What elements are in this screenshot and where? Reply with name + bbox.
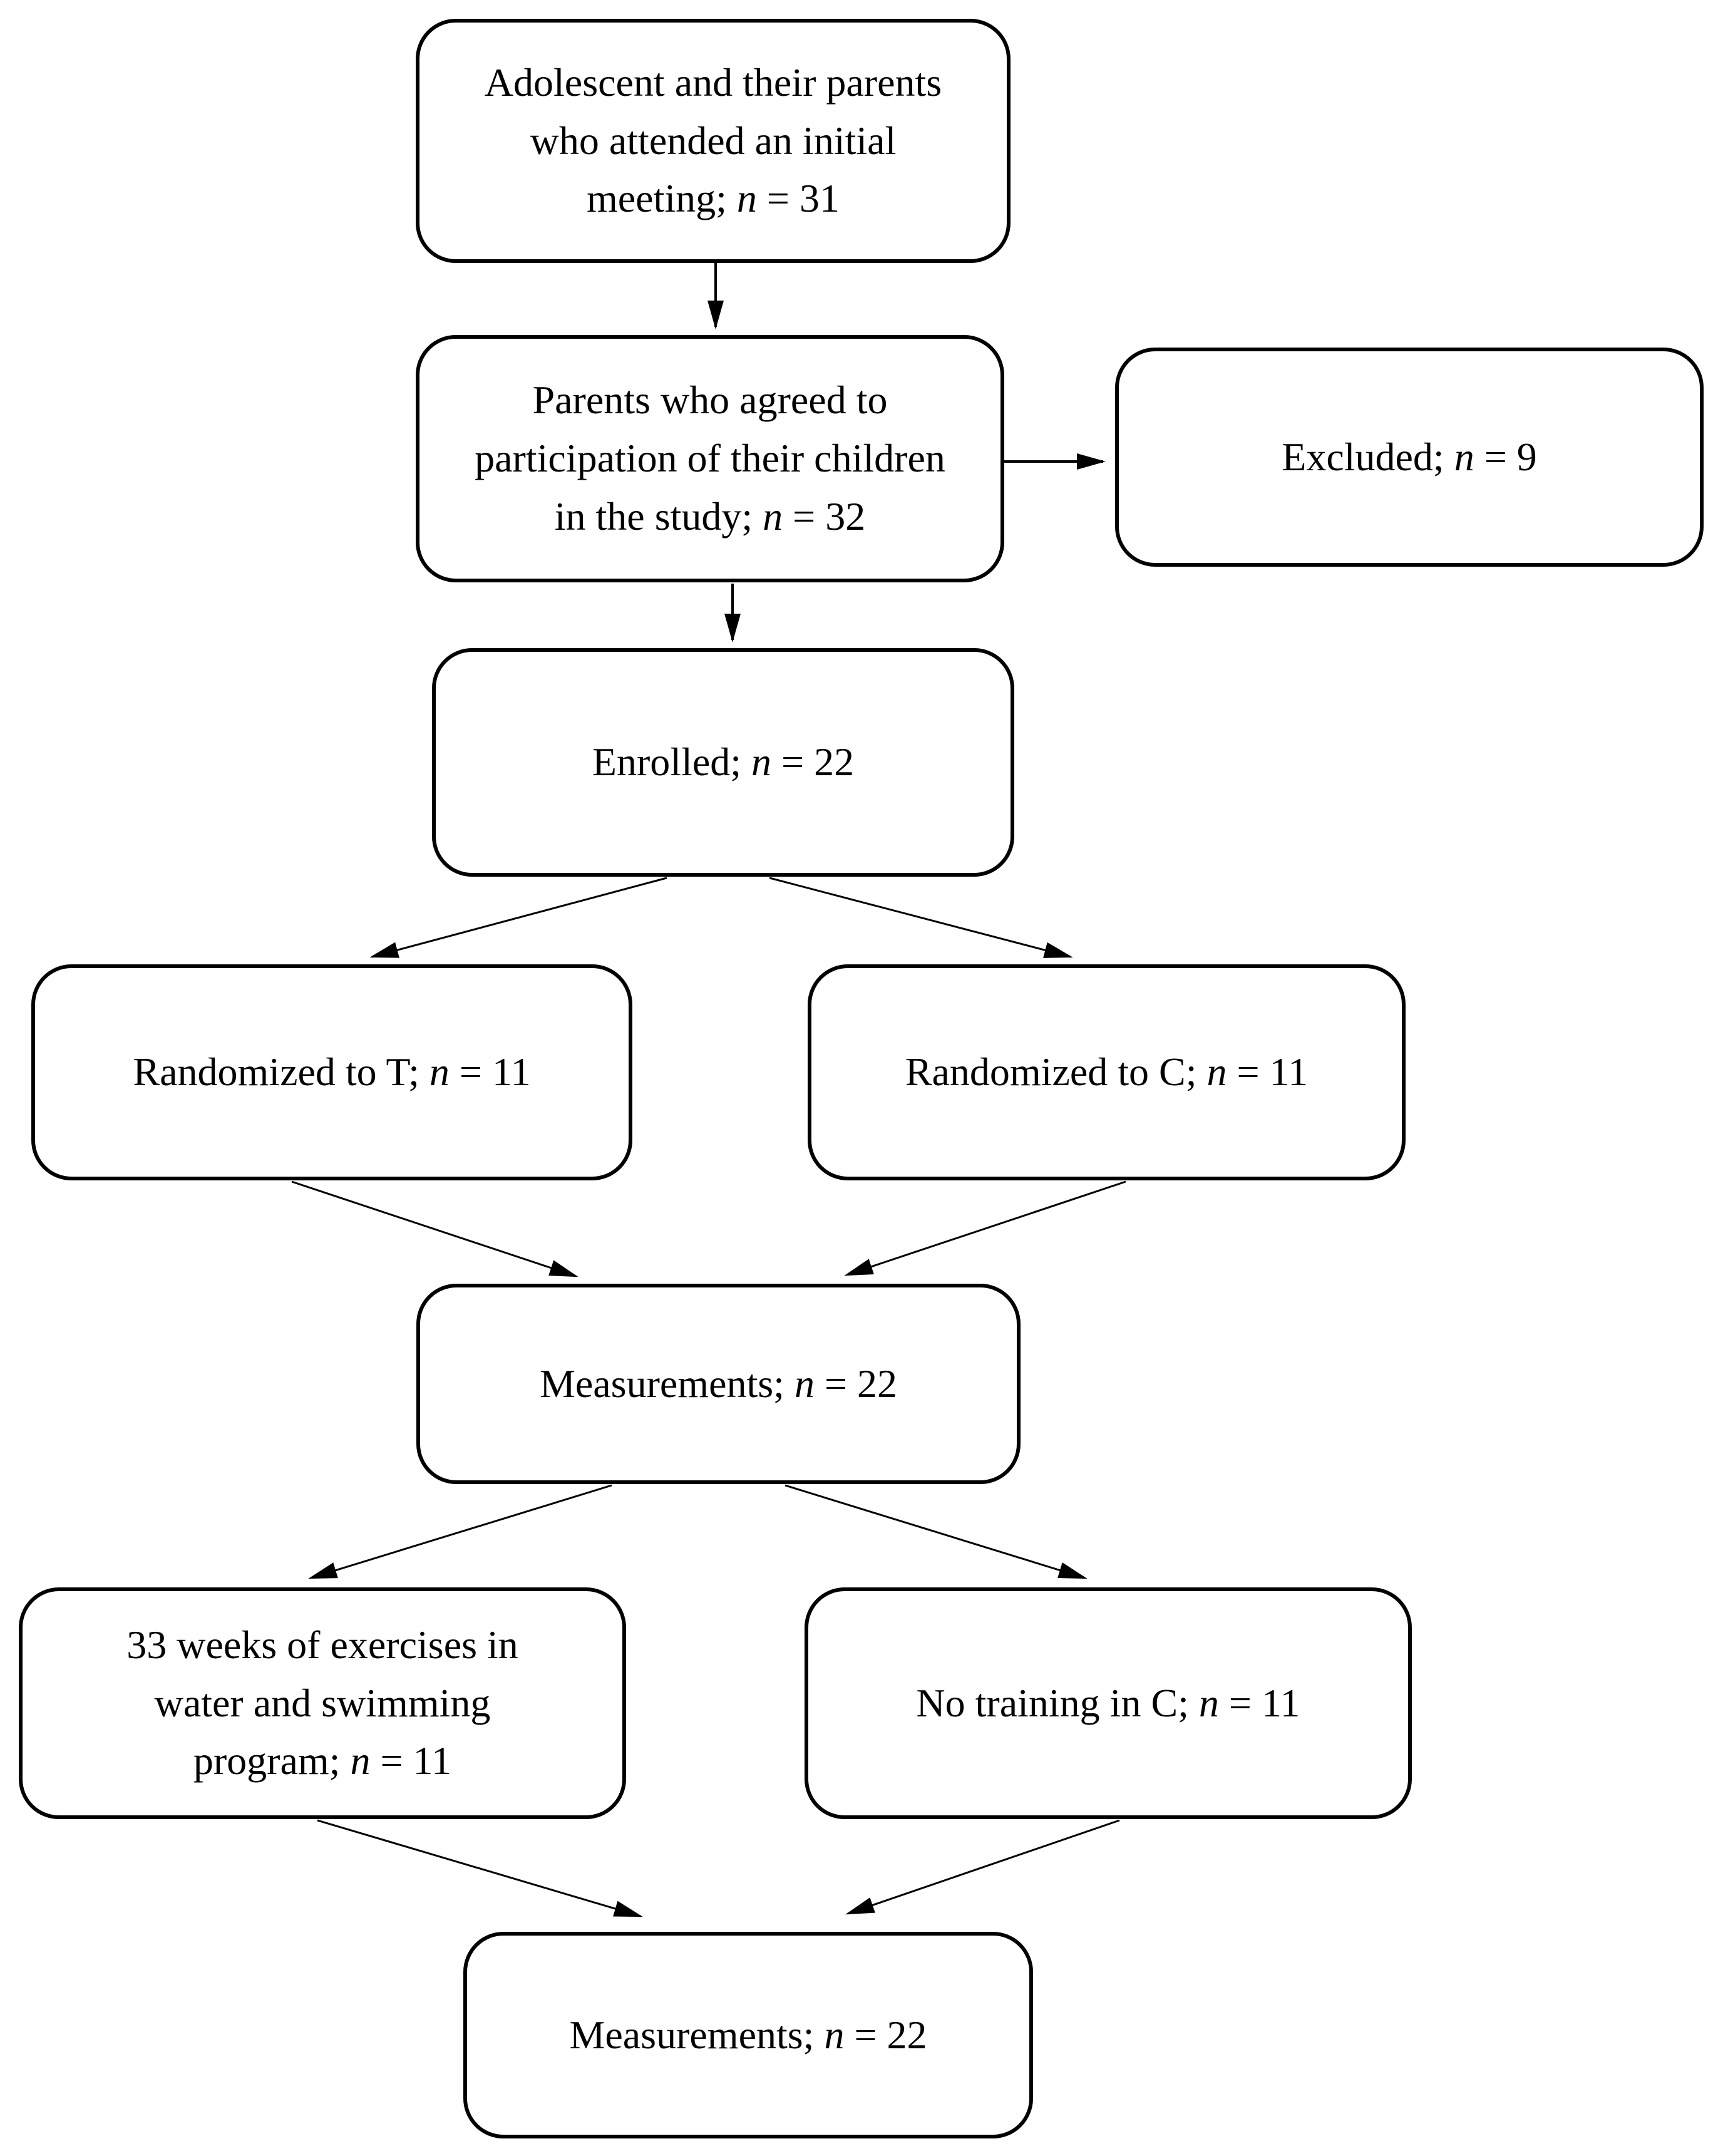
- node-randomized-t-label: Randomized to T; n = 11: [78, 1043, 585, 1101]
- n-value: = 11: [1227, 1050, 1309, 1095]
- node-measurements-1-label: Measurements; n = 22: [485, 1355, 952, 1413]
- n-symbol: n: [824, 2012, 845, 2057]
- node-initial-meeting: Adolescent and their parents who attende…: [416, 19, 1011, 263]
- arrow-enrolled-to-randomt: [369, 877, 667, 958]
- n-value: = 11: [370, 1738, 452, 1783]
- label-text: Measurements;: [539, 1361, 795, 1406]
- n-value: = 22: [771, 740, 855, 785]
- n-symbol: n: [350, 1738, 371, 1783]
- arrow-meas1-to-training: [308, 1484, 612, 1579]
- node-enrolled-label: Enrolled; n = 22: [537, 733, 909, 792]
- node-training-program-label: 33 weeks of exercises in water and swimm…: [23, 1616, 622, 1790]
- node-initial-meeting-label: Adolescent and their parents who attende…: [419, 54, 1007, 228]
- n-value: = 9: [1474, 434, 1537, 479]
- label-text: Measurements;: [569, 2012, 825, 2057]
- arrow-randomc-to-meas1: [844, 1180, 1126, 1276]
- node-randomized-c: Randomized to C; n = 11: [808, 964, 1406, 1180]
- arrow-randomt-to-meas1: [291, 1180, 579, 1277]
- n-value: = 11: [1218, 1680, 1300, 1725]
- n-symbol: n: [1454, 434, 1474, 479]
- node-training-program: 33 weeks of exercises in water and swimm…: [19, 1587, 626, 1819]
- label-text: Parents who agreed to participation of t…: [475, 378, 945, 539]
- n-symbol: n: [751, 740, 772, 785]
- n-symbol: n: [763, 493, 783, 539]
- arrow-notraining-to-meas2: [845, 1819, 1120, 1915]
- node-measurements-1: Measurements; n = 22: [416, 1284, 1021, 1484]
- node-randomized-c-label: Randomized to C; n = 11: [850, 1043, 1363, 1101]
- n-value: = 22: [814, 1361, 898, 1406]
- node-measurements-2: Measurements; n = 22: [463, 1932, 1033, 2138]
- n-symbol: n: [794, 1361, 815, 1406]
- arrow-meas1-to-notraining: [784, 1484, 1088, 1579]
- node-enrolled: Enrolled; n = 22: [432, 648, 1014, 877]
- n-value: = 31: [756, 176, 840, 221]
- node-parents-agreed-label: Parents who agreed to participation of t…: [419, 371, 1000, 545]
- n-symbol: n: [1198, 1680, 1219, 1725]
- node-randomized-t: Randomized to T; n = 11: [31, 964, 632, 1180]
- node-no-training: No training in C; n = 11: [805, 1587, 1412, 1819]
- arrow-enrolled-to-randomc: [769, 877, 1073, 958]
- node-parents-agreed: Parents who agreed to participation of t…: [416, 335, 1004, 582]
- label-text: Randomized to T;: [133, 1050, 430, 1095]
- n-symbol: n: [1206, 1050, 1227, 1095]
- label-text: Randomized to C;: [905, 1050, 1207, 1095]
- label-text: Enrolled;: [592, 740, 752, 785]
- label-text: No training in C;: [916, 1680, 1199, 1725]
- node-excluded: Excluded; n = 9: [1115, 348, 1704, 567]
- node-excluded-label: Excluded; n = 9: [1227, 428, 1592, 487]
- n-value: = 22: [844, 2012, 927, 2057]
- label-text: Excluded;: [1282, 434, 1454, 479]
- n-symbol: n: [736, 176, 757, 221]
- node-no-training-label: No training in C; n = 11: [861, 1674, 1355, 1733]
- n-value: = 32: [783, 493, 866, 539]
- node-measurements-2-label: Measurements; n = 22: [514, 2006, 982, 2065]
- arrow-training-to-meas2: [317, 1819, 643, 1917]
- label-text: 33 weeks of exercises in water and swimm…: [126, 1622, 518, 1783]
- n-symbol: n: [429, 1050, 450, 1095]
- label-text: Adolescent and their parents who attende…: [484, 59, 942, 221]
- n-value: = 11: [449, 1050, 531, 1095]
